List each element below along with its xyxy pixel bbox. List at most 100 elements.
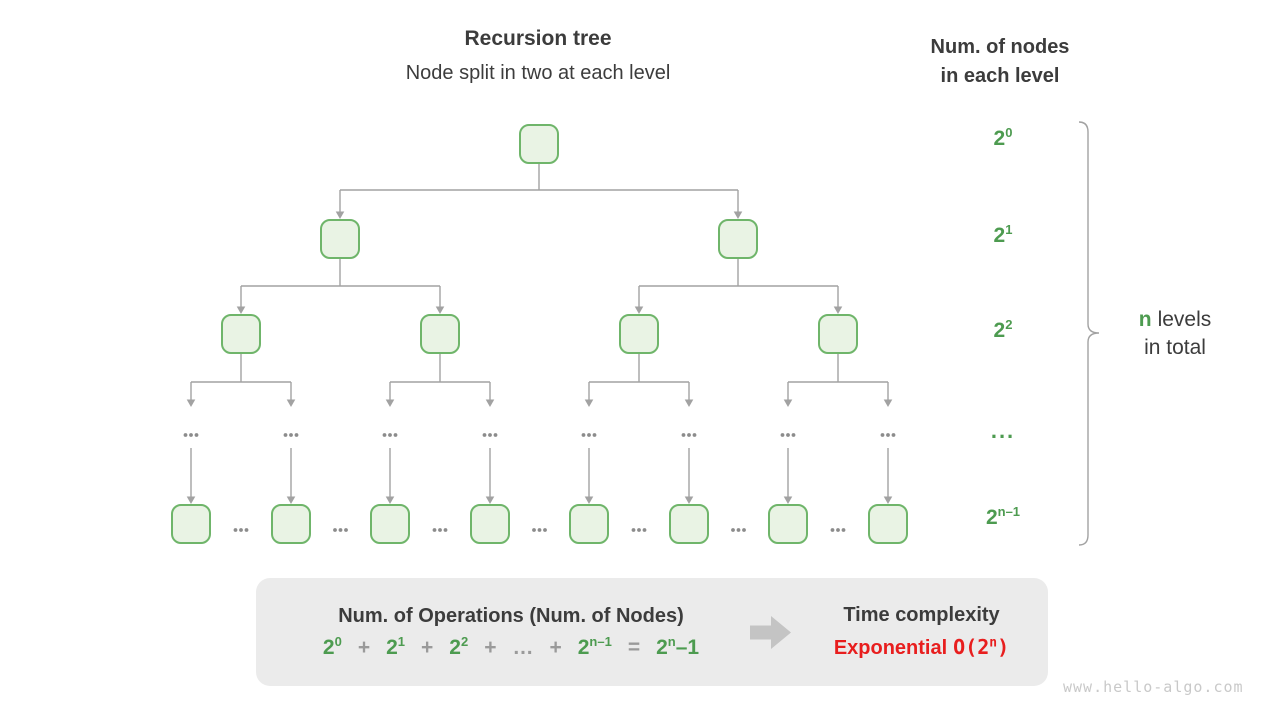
arrowhead-icon: [335, 211, 345, 219]
formula-token: +: [484, 635, 497, 659]
arrowhead-icon: [783, 399, 793, 407]
tree-node: [768, 504, 808, 544]
ellipsis-dots: [681, 433, 686, 437]
arrowhead-icon: [883, 399, 893, 407]
level-count-header: Num. of nodes in each level: [900, 33, 1100, 91]
arrowhead-icon: [783, 496, 793, 504]
arrowhead-icon: [286, 496, 296, 504]
ellipsis-dots: [592, 433, 597, 437]
ellipsis-dots: [841, 528, 846, 532]
ellipsis-dots: [244, 528, 249, 532]
arrowhead-icon: [485, 496, 495, 504]
watermark: www.hello-algo.com: [1063, 678, 1244, 696]
ellipsis-dots: [443, 528, 448, 532]
ellipsis-dots: [482, 433, 487, 437]
tree-node: [470, 504, 510, 544]
tree-node: [569, 504, 609, 544]
ellipsis-dots: [537, 528, 542, 532]
operations-formula: 20+21+22+…+2n–1=2n–1: [276, 633, 746, 660]
ellipsis-dots: [642, 528, 647, 532]
formula-token: 22: [449, 633, 469, 659]
arrowhead-icon: [385, 399, 395, 407]
ellipsis-dots: [183, 433, 188, 437]
level-node-count-label: ...: [990, 418, 1016, 443]
level-node-count-label: 2n–1: [985, 504, 1021, 529]
arrowhead-icon: [634, 306, 644, 314]
level-node-count-label: 21: [993, 222, 1013, 247]
arrowhead-icon: [684, 496, 694, 504]
tree-node: [818, 314, 858, 354]
arrowhead-icon: [435, 306, 445, 314]
n-symbol: n: [1138, 308, 1152, 331]
tree-node: [271, 504, 311, 544]
ellipsis-dots: [543, 528, 547, 532]
ellipsis-dots: [344, 528, 348, 532]
ellipsis-dots: [786, 433, 790, 437]
formula-token: +: [549, 635, 562, 659]
ellipsis-dots: [382, 433, 387, 437]
ellipsis-dots: [432, 528, 437, 532]
ellipsis-dots: [194, 433, 199, 437]
ellipsis-dots: [239, 528, 243, 532]
arrowhead-icon: [584, 399, 594, 407]
tree-node: [370, 504, 410, 544]
ellipsis-dots: [587, 433, 591, 437]
ellipsis-dots: [388, 433, 392, 437]
ellipsis-dots: [631, 528, 636, 532]
operations-summary: Num. of Operations (Num. of Nodes) 20+21…: [276, 605, 746, 660]
complexity-word: Exponential: [833, 637, 948, 659]
ellipsis-dots: [581, 433, 586, 437]
arrowhead-icon: [236, 306, 246, 314]
ellipsis-dots: [294, 433, 299, 437]
tree-node: [868, 504, 908, 544]
formula-token: +: [421, 635, 434, 659]
ellipsis-dots: [189, 433, 193, 437]
tree-node: [718, 219, 758, 259]
operations-title: Num. of Operations (Num. of Nodes): [338, 604, 684, 627]
tree-node: [171, 504, 211, 544]
brace-label-line2: in total: [1144, 336, 1206, 359]
tree-node: [669, 504, 709, 544]
level-count-header-line1: Num. of nodes: [930, 36, 1070, 58]
arrowhead-icon: [485, 399, 495, 407]
ellipsis-dots: [393, 433, 398, 437]
tree-node: [221, 314, 261, 354]
formula-token: 2n–1: [656, 633, 700, 659]
ellipsis-dots: [493, 433, 498, 437]
tree-node: [619, 314, 659, 354]
arrowhead-icon: [584, 496, 594, 504]
ellipsis-dots: [692, 433, 697, 437]
arrowhead-icon: [883, 496, 893, 504]
ellipsis-dots: [333, 528, 337, 532]
arrowhead-icon: [833, 306, 843, 314]
ellipsis-dots: [886, 433, 890, 437]
ellipsis-dots: [637, 528, 641, 532]
ellipsis-dots: [488, 433, 492, 437]
tree-subtitle: Node split in two at each level: [405, 62, 671, 84]
ellipsis-dots: [289, 433, 293, 437]
ellipsis-dots: [836, 528, 840, 532]
level-count-header-line2: in each level: [940, 65, 1060, 87]
arrowhead-icon: [286, 399, 296, 407]
arrow-right-icon: [750, 615, 791, 649]
ellipsis-dots: [891, 433, 896, 437]
ellipsis-dots: [731, 528, 735, 532]
ellipsis-dots: [438, 528, 442, 532]
levels-brace: [1078, 121, 1100, 546]
ellipsis-dots: [283, 433, 288, 437]
ellipsis-dots: [736, 528, 741, 532]
level-node-count-label: 20: [993, 125, 1013, 150]
tree-node: [519, 124, 559, 164]
level-node-count-label: 22: [993, 317, 1013, 342]
formula-token: 21: [386, 633, 406, 659]
formula-token: =: [627, 635, 641, 659]
arrowhead-icon: [186, 399, 196, 407]
tree-node: [320, 219, 360, 259]
ellipsis-dots: [338, 528, 343, 532]
